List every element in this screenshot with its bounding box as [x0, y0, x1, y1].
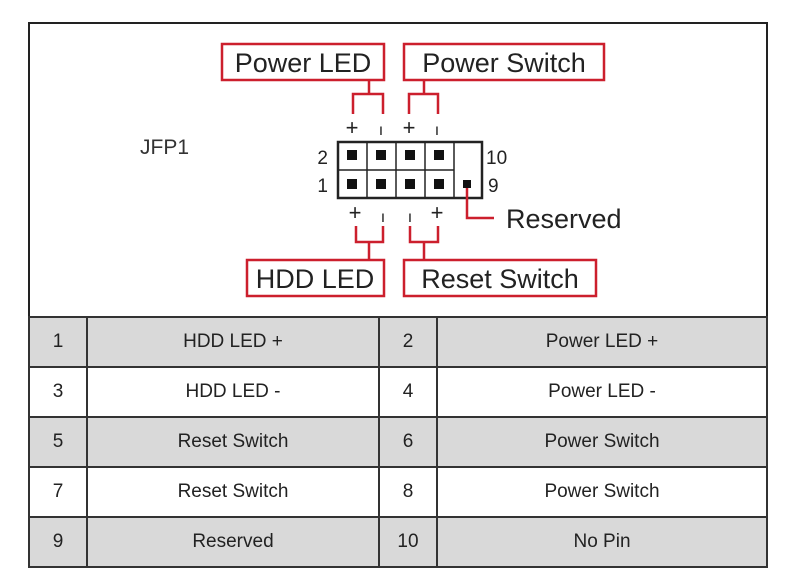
pin-number-cell: 7	[28, 466, 88, 518]
pin	[405, 179, 415, 189]
pin-number-cell: 6	[378, 416, 438, 468]
pin-assignment-table: 1 HDD LED + 2 Power LED + 3 HDD LED - 4 …	[28, 316, 768, 568]
pin-function-cell: Power Switch	[436, 416, 768, 468]
polarity-minus: ı	[381, 209, 385, 226]
pin-function-cell: HDD LED +	[86, 316, 380, 368]
pin-number-cell: 4	[378, 366, 438, 418]
pin-number-cell: 2	[378, 316, 438, 368]
polarity-minus: ı	[435, 122, 439, 139]
pin-number-cell: 3	[28, 366, 88, 418]
pin-function-cell: Power Switch	[436, 466, 768, 518]
polarity-plus: +	[403, 115, 416, 140]
pin	[376, 179, 386, 189]
table-row: 1 HDD LED + 2 Power LED +	[28, 316, 768, 368]
pin	[405, 150, 415, 160]
pin-number-cell: 10	[378, 516, 438, 568]
pin-function-cell: Reset Switch	[86, 466, 380, 518]
polarity-plus: +	[349, 200, 362, 225]
pin-number-cell: 8	[378, 466, 438, 518]
power-led-callout-label: Power LED	[235, 48, 372, 78]
pin-number-cell: 5	[28, 416, 88, 468]
pin	[347, 179, 357, 189]
pins	[347, 150, 471, 189]
connector-name: JFP1	[140, 136, 190, 159]
bottom-brackets	[354, 226, 440, 260]
pin-number-cell: 9	[28, 516, 88, 568]
pin	[434, 179, 444, 189]
pin-function-cell: No Pin	[436, 516, 768, 568]
table-row: 9 Reserved 10 No Pin	[28, 516, 768, 568]
reserved-callout-label: Reserved	[506, 204, 622, 234]
pin-number-top-left: 2	[317, 148, 328, 169]
polarity-plus: +	[431, 200, 444, 225]
pin	[376, 150, 386, 160]
table-row: 7 Reset Switch 8 Power Switch	[28, 466, 768, 518]
pin-function-cell: Reserved	[86, 516, 380, 568]
polarity-plus: +	[346, 115, 359, 140]
reset-switch-callout-box	[402, 258, 598, 298]
power-switch-callout-label: Power Switch	[422, 48, 586, 78]
pin	[434, 150, 444, 160]
pin-number-bottom-left: 1	[317, 176, 328, 197]
hdd-led-callout-box	[245, 258, 386, 298]
polarity-minus: ı	[408, 209, 412, 226]
pin-function-cell: Power LED -	[436, 366, 768, 418]
table-row: 3 HDD LED - 4 Power LED -	[28, 366, 768, 418]
pin-number-bottom-right: 9	[488, 176, 499, 197]
pin-function-cell: HDD LED -	[86, 366, 380, 418]
power-led-callout-box	[220, 42, 386, 82]
hdd-led-callout-label: HDD LED	[256, 264, 375, 294]
pin-function-cell: Reset Switch	[86, 416, 380, 468]
pin-function-cell: Power LED +	[436, 316, 768, 368]
top-brackets	[351, 80, 440, 114]
polarity-minus: ı	[379, 122, 383, 139]
table-row: 5 Reset Switch 6 Power Switch	[28, 416, 768, 468]
pin-number-cell: 1	[28, 316, 88, 368]
pin-header-grid	[338, 142, 455, 198]
pin-number-top-right: 10	[486, 148, 507, 169]
power-switch-callout-box	[402, 42, 606, 82]
reserved-leader-line	[465, 188, 494, 220]
pin-reserved	[463, 180, 471, 188]
pin	[347, 150, 357, 160]
reset-switch-callout-label: Reset Switch	[421, 264, 579, 294]
